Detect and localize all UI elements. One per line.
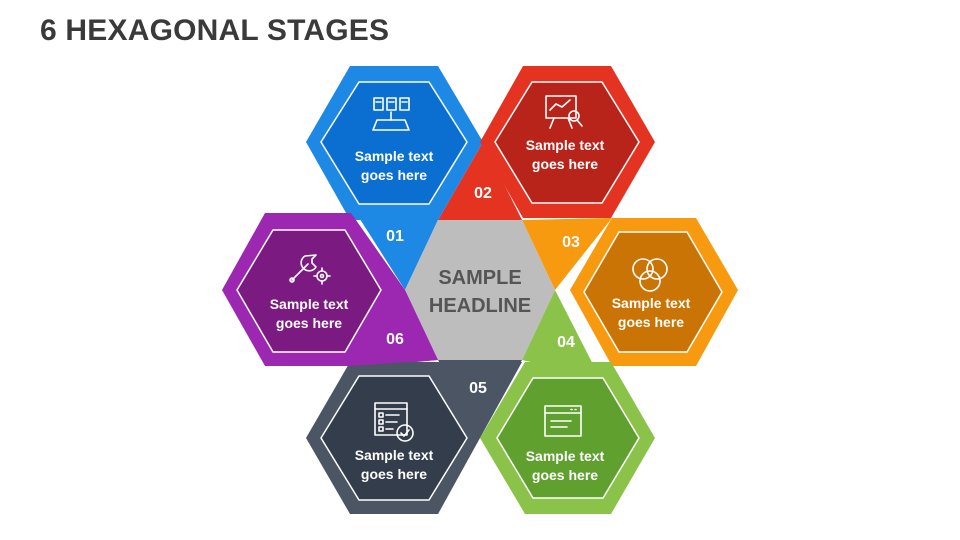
stage-04: Sample text goes here 04: [480, 334, 655, 514]
stage-04-inner-hexagon: [496, 377, 640, 499]
stage-01-number: 01: [386, 228, 404, 245]
stage-03: Sample text goes here 03: [562, 218, 738, 366]
wedge-04: [522, 290, 600, 378]
stage-06-text-line1: Sample text: [270, 296, 349, 312]
stage-04-text-line1: Sample text: [526, 448, 605, 464]
stage-03-inner-hexagon: [583, 231, 723, 353]
stage-01: Sample text goes here 01: [306, 66, 483, 245]
stage-04-number: 04: [557, 334, 575, 351]
stage-02-text-line2: goes here: [532, 156, 598, 172]
stage-06: Sample text goes here 06: [222, 213, 438, 366]
stage-05: Sample text goes here 05: [306, 362, 522, 514]
center-headline-line1: SAMPLE: [438, 267, 521, 289]
wedge-01: [351, 205, 438, 290]
stage-02-number: 02: [474, 185, 492, 202]
slide-title: 6 HEXAGONAL STAGES: [40, 14, 390, 47]
wedge-03: [522, 218, 612, 290]
stage-03-text-line1: Sample text: [612, 295, 691, 311]
stage-02-inner-hexagon: [494, 81, 640, 204]
stage-05-text-line2: goes here: [361, 466, 427, 482]
stage-01-text-line2: goes here: [361, 167, 427, 183]
wrench-gear-icon: [289, 254, 331, 285]
checklist-icon: [374, 402, 414, 442]
venn-diagram-icon: [632, 258, 668, 292]
wedge-02: [438, 142, 522, 220]
stage-06-text-line2: goes here: [276, 315, 342, 331]
stage-05-number: 05: [469, 380, 487, 397]
stage-04-text-line2: goes here: [532, 467, 598, 483]
stage-01-inner-hexagon: [320, 81, 468, 205]
stage-06-inner-hexagon: [236, 229, 382, 353]
presentation-board-icon: [545, 95, 583, 129]
stage-02: Sample text goes here 02: [474, 66, 655, 218]
stage-01-text-line1: Sample text: [355, 148, 434, 164]
browser-window-icon: [544, 405, 582, 437]
center-hexagon: [405, 220, 555, 360]
documents-tray-icon: [372, 97, 410, 131]
stage-02-text-line1: Sample text: [526, 137, 605, 153]
stage-06-number: 06: [386, 331, 404, 348]
stage-03-text-line2: goes here: [618, 314, 684, 330]
stage-05-text-line1: Sample text: [355, 447, 434, 463]
stage-03-number: 03: [562, 234, 580, 251]
center-headline-line2: HEADLINE: [429, 295, 531, 317]
stage-05-inner-hexagon: [320, 375, 468, 501]
